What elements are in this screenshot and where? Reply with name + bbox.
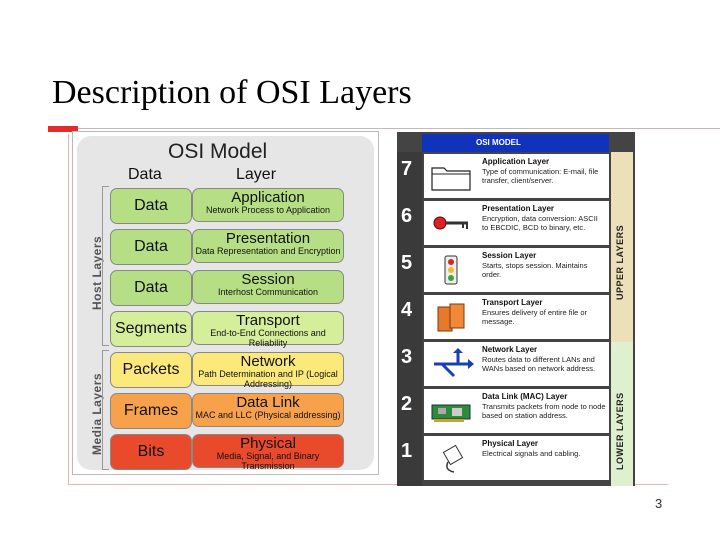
layer-description: Path Determination and IP (Logical Addre…: [198, 369, 338, 389]
layer-name: Application Layer: [482, 157, 550, 166]
layer-description: Starts, stops session. Maintains order.: [482, 261, 588, 279]
layer-description: Media, Signal, and Binary Transmission: [216, 451, 320, 471]
layer-description: Electrical signals and cabling.: [482, 449, 581, 458]
traffic-light-icon: [444, 255, 458, 285]
layer-description: Transmits packets from node to node base…: [482, 402, 606, 420]
upper-layers-label: UPPER LAYERS: [615, 224, 625, 300]
layer-box-presentation: Presentation Data Representation and Enc…: [192, 229, 344, 263]
data-unit-6: Data: [110, 229, 192, 265]
layer-name: Network: [240, 353, 296, 370]
data-unit-7: Data: [110, 188, 192, 224]
title-underline: [78, 128, 720, 129]
cargo-box-icon: [437, 303, 465, 332]
layer-column-header: Layer: [236, 166, 277, 183]
layer-description: Data Representation and Encryption: [195, 246, 341, 256]
content-frame-left: [68, 134, 69, 484]
layer-description: Type of communication: E-mail, file tran…: [482, 167, 599, 185]
layer-description: Interhost Communication: [217, 287, 319, 297]
layer-name: Application: [231, 189, 305, 206]
layer-row-network: Network Layer Routes data to different L…: [424, 342, 609, 386]
layer-name: Data Link: [236, 394, 300, 411]
folder-icon: [431, 167, 471, 191]
layer-name: Session: [241, 271, 295, 288]
layer-name: Data Link (MAC) Layer: [482, 392, 568, 401]
diagram-title: OSI Model: [168, 140, 268, 163]
data-column-header: Data: [128, 166, 162, 183]
data-unit-5: Data: [110, 270, 192, 306]
cable-icon: [442, 444, 464, 473]
layer-number-column: [397, 152, 422, 486]
osi-model-header: OSI MODEL: [422, 134, 609, 152]
layer-number-5: 5: [401, 252, 413, 274]
lower-layers-band: [611, 342, 633, 486]
data-unit-4: Segments: [110, 311, 192, 347]
key-icon: [433, 216, 468, 230]
layer-name: Presentation Layer: [482, 204, 555, 213]
layer-box-transport: Transport End-to-End Connections and Rel…: [192, 311, 344, 348]
layer-number-4: 4: [401, 299, 413, 321]
layer-row-data-link: Data Link (MAC) Layer Transmits packets …: [424, 389, 609, 433]
layer-box-network: Network Path Determination and IP (Logic…: [192, 352, 344, 389]
layer-name: Physical Layer: [482, 439, 539, 448]
layer-number-6: 6: [401, 205, 413, 227]
layer-box-application: Application Network Process to Applicati…: [192, 188, 344, 222]
content-frame-bottom: [68, 484, 668, 485]
layer-description: Routes data to different LANs and WANs b…: [482, 355, 596, 373]
layer-row-session: Session Layer Starts, stops session. Mai…: [424, 248, 609, 292]
layer-box-session: Session Interhost Communication: [192, 270, 344, 304]
layer-description: Encryption, data conversion: ASCII to EB…: [482, 214, 598, 232]
upper-layers-band: [611, 152, 633, 342]
layer-row-application: Application Layer Type of communication:…: [424, 154, 609, 198]
layer-name: Network Layer: [482, 345, 538, 354]
layer-description: Network Process to Application: [205, 205, 331, 215]
data-unit-2: Frames: [110, 393, 192, 429]
layer-row-transport: Transport Layer Ensures delivery of enti…: [424, 295, 609, 339]
layer-row-physical: Physical Layer Electrical signals and ca…: [424, 436, 609, 480]
network-card-icon: [431, 404, 471, 422]
routing-arrows-icon: [434, 348, 474, 378]
layer-description: End-to-End Connections and Reliability: [210, 328, 326, 348]
page-number: 3: [655, 496, 663, 511]
layer-number-1: 1: [401, 440, 413, 462]
layer-name: Session Layer: [482, 251, 537, 260]
layer-row-presentation: Presentation Layer Encryption, data conv…: [424, 201, 609, 245]
layer-box-physical: Physical Media, Signal, and Binary Trans…: [192, 434, 344, 471]
layer-name: Presentation: [225, 230, 311, 247]
data-unit-3: Packets: [110, 352, 192, 388]
title-accent-bar: [48, 126, 78, 132]
layer-description: MAC and LLC (Physical addressing): [195, 410, 341, 420]
host-layers-bracket: [102, 186, 109, 346]
layer-number-3: 3: [401, 346, 413, 368]
layer-name: Physical: [240, 435, 296, 452]
slide-title: Description of OSI Layers: [52, 74, 412, 111]
layer-number-7: 7: [401, 158, 413, 180]
media-layers-bracket: [102, 350, 109, 470]
data-unit-1: Bits: [110, 434, 192, 470]
layer-number-2: 2: [401, 393, 413, 415]
layer-description: Ensures delivery of entire file or messa…: [482, 308, 588, 326]
layer-name: Transport Layer: [482, 298, 543, 307]
layer-box-data-link: Data Link MAC and LLC (Physical addressi…: [192, 393, 344, 427]
layer-name: Transport: [236, 312, 300, 329]
lower-layers-label: LOWER LAYERS: [615, 392, 625, 470]
